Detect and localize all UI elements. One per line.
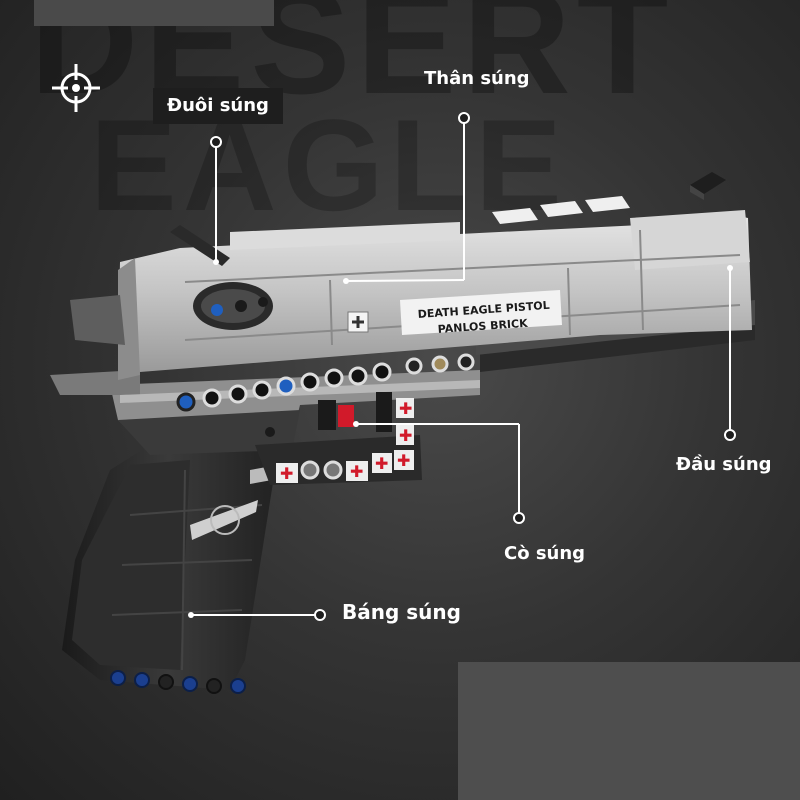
slide <box>70 172 752 380</box>
svg-text:✚: ✚ <box>399 426 412 445</box>
label-body: Thân súng <box>424 68 530 89</box>
label-trigger: Cò súng <box>504 543 586 564</box>
bottom-overlay-panel <box>458 662 800 800</box>
engraving-line2: PANLOS BRICK <box>437 317 528 336</box>
crosshair-icon <box>52 64 100 112</box>
grip <box>62 440 275 694</box>
svg-text:✚: ✚ <box>397 451 410 470</box>
label-muzzle: Đầu súng <box>676 454 772 475</box>
trigger-assembly: ✚ ✚ ✚ ✚ ✚ ✚ <box>255 392 422 485</box>
label-grip: Báng súng <box>342 600 461 624</box>
top-overlay-bar <box>34 0 274 26</box>
pin-hole-row <box>176 353 475 412</box>
svg-text:✚: ✚ <box>350 462 363 481</box>
svg-text:✚: ✚ <box>280 464 293 483</box>
svg-text:✚: ✚ <box>375 454 388 473</box>
label-stock: Đuôi súng <box>153 88 283 124</box>
svg-text:✚: ✚ <box>399 399 412 418</box>
